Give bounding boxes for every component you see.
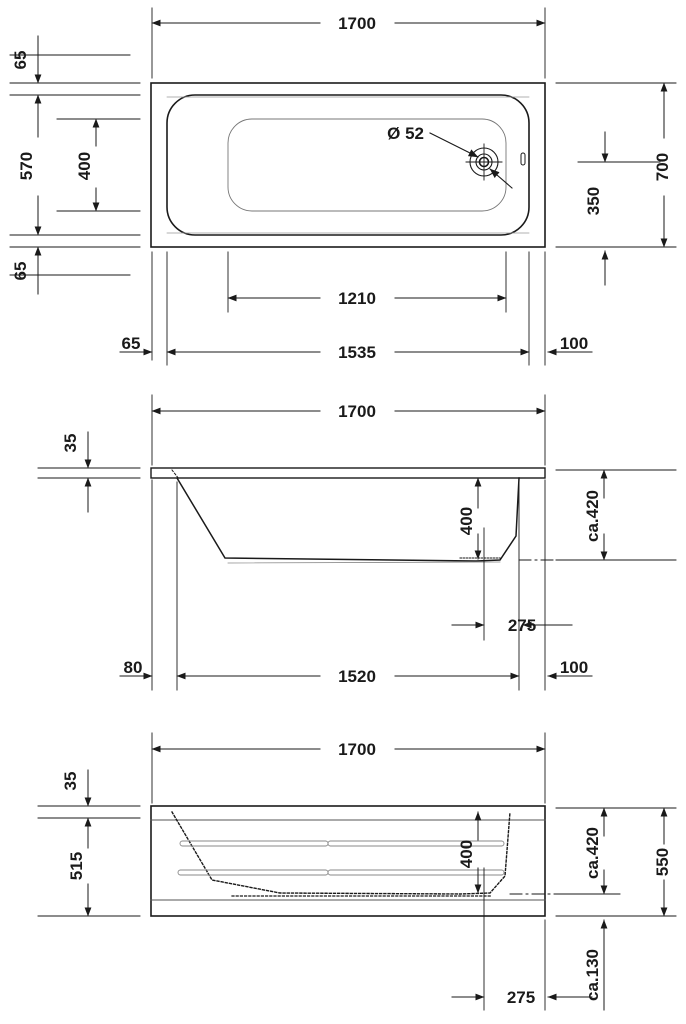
dim-front-right xyxy=(555,807,677,1011)
label-side-right-offset: 100 xyxy=(560,658,588,677)
label-plan-floor-width: 400 xyxy=(75,152,94,180)
label-plan-left-rim: 65 xyxy=(122,334,141,353)
dim-side-1700 xyxy=(151,394,546,466)
dim-side-275 xyxy=(451,481,573,691)
dim-side-ca420 xyxy=(555,469,677,561)
dim-plan-right xyxy=(555,82,677,286)
view-plan-geometry xyxy=(150,82,546,248)
dim-front-1700 xyxy=(151,732,546,804)
label-plan-inner-length: 1535 xyxy=(338,343,376,362)
dim-plan-left xyxy=(9,35,141,295)
dim-side-bottom xyxy=(119,479,593,691)
label-plan-rim-bottom: 65 xyxy=(11,262,30,281)
label-front-rim-thickness: 35 xyxy=(61,772,80,791)
view-side-geometry xyxy=(150,467,557,564)
dim-plan-1700 xyxy=(151,7,546,79)
label-side-floor-length: 1520 xyxy=(338,667,376,686)
dim-side-35 xyxy=(37,431,141,513)
label-side-height: ca.420 xyxy=(583,490,602,542)
label-plan-floor-length: 1210 xyxy=(338,289,376,308)
label-front-drain-offset: 275 xyxy=(507,988,535,1007)
label-side-drain-offset: 275 xyxy=(508,616,536,635)
label-side-left-offset: 80 xyxy=(124,658,143,677)
label-front-tub-height: ca.420 xyxy=(583,827,602,879)
label-front-foot-height: ca.130 xyxy=(583,949,602,1001)
label-side-depth: 400 xyxy=(457,507,476,535)
label-plan-length: 1700 xyxy=(338,14,376,33)
label-front-depth: 400 xyxy=(457,840,476,868)
label-plan-drain-offset: 350 xyxy=(584,187,603,215)
drain-detail xyxy=(465,143,503,181)
label-plan-width: 700 xyxy=(653,153,672,181)
label-front-length: 1700 xyxy=(338,740,376,759)
label-plan-right-rim: 100 xyxy=(560,334,588,353)
view-front-geometry xyxy=(150,805,557,917)
dim-front-left xyxy=(37,769,141,917)
label-drain-diameter: Ø 52 xyxy=(387,124,424,143)
label-plan-inner-width: 570 xyxy=(17,152,36,180)
label-plan-rim-top: 65 xyxy=(11,51,30,70)
label-front-total-height: 550 xyxy=(653,848,672,876)
dim-front-275 xyxy=(451,867,593,1011)
dim-plan-bottom xyxy=(119,251,593,366)
label-side-length: 1700 xyxy=(338,402,376,421)
label-front-panel-height: 515 xyxy=(67,852,86,880)
label-side-rim-thickness: 35 xyxy=(61,434,80,453)
